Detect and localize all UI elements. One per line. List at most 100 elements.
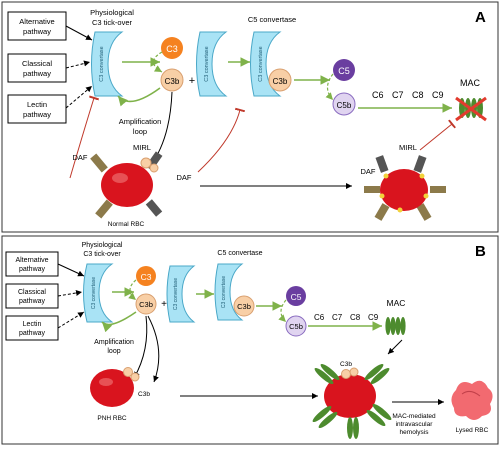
mac-b bbox=[385, 317, 406, 335]
c5-a-label: C5 bbox=[338, 66, 350, 76]
tickover-a-l2: C3 tick-over bbox=[92, 18, 133, 27]
c5b-a bbox=[332, 92, 356, 116]
c3-convertase-b1 bbox=[83, 263, 114, 323]
c3-convertase-b1-label: C3 convertase bbox=[91, 277, 97, 309]
c3-b bbox=[136, 266, 156, 286]
amplification-loop-b bbox=[101, 311, 137, 333]
mac-attacked-rbc bbox=[312, 363, 392, 439]
c3b-c5conv-a-label: C3b bbox=[273, 77, 288, 86]
mac-a-label: MAC bbox=[460, 78, 481, 88]
pathway-alternative-b-l2: pathway bbox=[19, 266, 46, 273]
c3-a bbox=[161, 37, 183, 59]
daf-a1: DAF bbox=[73, 153, 88, 162]
c5-b-label: C5 bbox=[291, 292, 302, 302]
arrow-alternative-b bbox=[57, 263, 85, 277]
tickover-a-l1: Physiological bbox=[90, 8, 134, 17]
c9-b: C9 bbox=[368, 313, 379, 322]
c7-b: C7 bbox=[332, 313, 343, 322]
pathway-box-classical-b: Classical pathway bbox=[5, 283, 59, 309]
c3-convertase-b2-label: C3 convertase bbox=[173, 278, 179, 310]
c9-a: C9 bbox=[432, 90, 444, 100]
panel-b-label: B bbox=[475, 243, 486, 260]
amplification-b-l1: Amplification bbox=[94, 339, 134, 346]
c6-a: C6 bbox=[372, 90, 384, 100]
lysed-rbc-label: Lysed RBC bbox=[456, 427, 489, 434]
amplification-a-l2: loop bbox=[133, 127, 147, 136]
c7-a: C7 bbox=[392, 90, 404, 100]
daf-inhibit-c5conv-a bbox=[197, 107, 246, 173]
c3b-b bbox=[135, 293, 157, 315]
mirl-a1: MIRL bbox=[133, 143, 151, 152]
pathway-box-lectin: Lectin pathway bbox=[7, 94, 67, 124]
pathway-classical-b-l2: pathway bbox=[19, 298, 46, 305]
daf-a3: DAF bbox=[361, 167, 376, 176]
c5-b bbox=[286, 286, 306, 306]
daf-a2: DAF bbox=[177, 173, 192, 182]
c6-b: C6 bbox=[314, 313, 325, 322]
pnh-rbc bbox=[90, 367, 140, 407]
c5b-a-label: C5b bbox=[337, 101, 352, 110]
pathway-lectin-b-l2: pathway bbox=[19, 330, 46, 337]
mirl-inhibit-mac bbox=[419, 119, 456, 151]
amplification-b-l2: loop bbox=[107, 348, 120, 355]
c3b-to-pnh-rbc bbox=[133, 315, 148, 379]
arrow-classical-b bbox=[57, 290, 83, 297]
c3-convertase-a1 bbox=[91, 31, 124, 97]
pathway-box-alternative-b: Alternative pathway bbox=[5, 251, 59, 277]
c5-a bbox=[333, 59, 355, 81]
mirl-a2: MIRL bbox=[399, 143, 417, 152]
c3-a-label: C3 bbox=[166, 44, 178, 54]
plus-b: + bbox=[161, 299, 167, 310]
c5-convertase-a-label: C3 convertase bbox=[258, 46, 264, 81]
hemolysis-l1: MAC-mediated bbox=[392, 413, 436, 420]
panel-b-frame bbox=[1, 235, 499, 445]
c3b-b-label: C3b bbox=[139, 300, 153, 309]
daf-inhibit-c3conv-a bbox=[69, 95, 100, 179]
arrow-c5-cleave-b bbox=[278, 299, 287, 323]
arrow-classical bbox=[65, 60, 91, 69]
tickover-b-l2: C3 tick-over bbox=[83, 251, 121, 258]
tickover-b-l1: Physiological bbox=[82, 242, 123, 249]
pathway-lectin-l2: pathway bbox=[23, 110, 51, 119]
c3b-c5conv-b-label: C3b bbox=[237, 302, 251, 311]
pathway-classical-b-l1: Classical bbox=[18, 289, 46, 296]
arrow-c5-cleave-a bbox=[325, 73, 334, 101]
c3-convertase-a1-label: C3 convertase bbox=[99, 46, 105, 81]
c3b-a bbox=[160, 68, 184, 92]
c3-convertase-a2 bbox=[196, 31, 228, 97]
hemolysis-l3: hemolysis bbox=[400, 429, 430, 436]
c5b-b bbox=[285, 315, 307, 337]
protected-rbc bbox=[364, 155, 446, 221]
amplification-a-l1: Amplification bbox=[119, 117, 162, 126]
arrow-lectin-b bbox=[57, 311, 85, 329]
pathway-classical-l1: Classical bbox=[22, 59, 52, 68]
pathway-alternative-l1: Alternative bbox=[19, 17, 54, 26]
lysed-rbc bbox=[451, 380, 493, 420]
c5-convertase-title-a: C5 convertase bbox=[248, 15, 296, 24]
c3-convertase-b2 bbox=[166, 265, 196, 323]
c3b-c5conv-b bbox=[233, 295, 255, 317]
c3b-a-label: C3b bbox=[165, 77, 180, 86]
panel-a-label: A bbox=[475, 9, 486, 26]
normal-rbc-label: Normal RBC bbox=[108, 221, 145, 228]
c5-convertase-b-label: C3 convertase bbox=[221, 276, 227, 308]
pnh-rbc-label: PNH RBC bbox=[97, 415, 127, 422]
pathway-box-alternative: Alternative pathway bbox=[7, 11, 67, 41]
c5-convertase-title-b: C5 convertase bbox=[217, 250, 262, 257]
pathway-lectin-l1: Lectin bbox=[27, 100, 47, 109]
amplification-loop-a bbox=[117, 87, 161, 107]
c3-convertase-a2-label: C3 convertase bbox=[204, 46, 210, 81]
arrow-c3-cleave-a bbox=[152, 51, 163, 73]
pathway-classical-l2: pathway bbox=[23, 69, 51, 78]
arrow-alternative bbox=[65, 25, 93, 41]
plus-a: + bbox=[189, 75, 195, 87]
pathway-alternative-b-l1: Alternative bbox=[15, 257, 48, 264]
mac-a-blocked bbox=[455, 96, 487, 122]
hemolysis-l2: intravascular bbox=[396, 421, 434, 428]
arrow-mac-to-rbc bbox=[387, 339, 403, 355]
lysis-c3b-label: C3b bbox=[340, 361, 352, 368]
c5b-b-label: C5b bbox=[289, 322, 303, 331]
c8-b: C8 bbox=[350, 313, 361, 322]
